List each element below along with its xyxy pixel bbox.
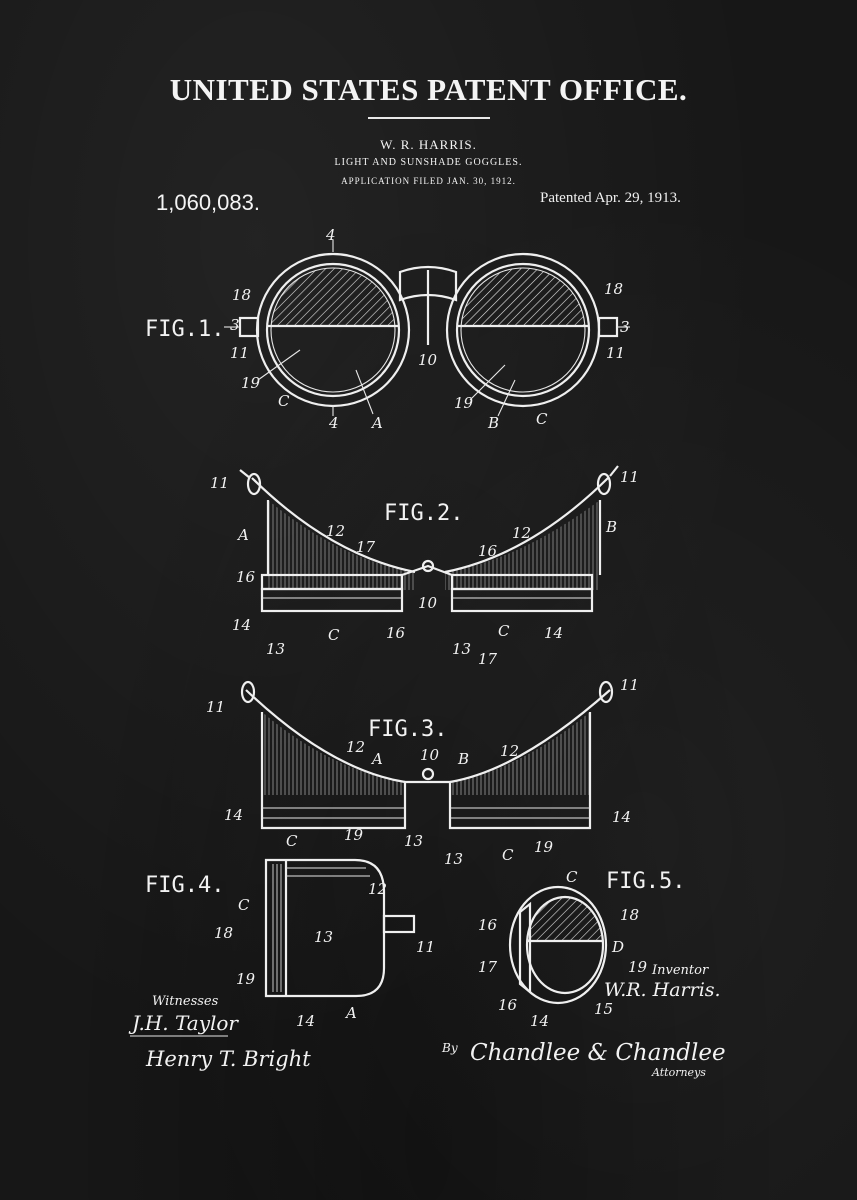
- svg-text:14: 14: [224, 806, 243, 824]
- svg-text:19: 19: [628, 958, 648, 976]
- svg-text:C: C: [328, 626, 340, 644]
- svg-text:C: C: [286, 832, 298, 850]
- svg-text:18: 18: [232, 286, 251, 304]
- svg-text:17: 17: [478, 958, 498, 976]
- svg-text:12: 12: [346, 738, 365, 756]
- figure-4-side-view: FIG.4. 12 C 18 13 11 19 14 A: [145, 858, 435, 1030]
- witness-signature-2: Henry T. Bright: [145, 1047, 311, 1071]
- svg-text:11: 11: [620, 468, 639, 486]
- svg-text:13: 13: [266, 640, 285, 658]
- svg-text:C: C: [566, 868, 578, 886]
- witnesses-label: Witnesses: [152, 994, 219, 1009]
- svg-text:3: 3: [620, 318, 630, 336]
- svg-text:14: 14: [544, 624, 563, 642]
- patent-number: 1,060,083.: [156, 190, 260, 215]
- svg-text:19: 19: [454, 394, 474, 412]
- svg-text:13: 13: [452, 640, 471, 658]
- svg-text:13: 13: [314, 928, 333, 946]
- svg-text:13: 13: [404, 832, 423, 850]
- patent-date: Patented Apr. 29, 1913.: [540, 190, 681, 206]
- svg-text:11: 11: [210, 474, 229, 492]
- svg-text:A: A: [344, 1004, 357, 1022]
- svg-text:12: 12: [326, 522, 345, 540]
- attorneys-label: Attorneys: [651, 1066, 706, 1079]
- fig4-label: FIG.4.: [145, 873, 224, 898]
- svg-text:3: 3: [230, 316, 240, 334]
- svg-text:18: 18: [620, 906, 639, 924]
- svg-text:18: 18: [214, 924, 233, 942]
- svg-text:B: B: [487, 414, 499, 432]
- svg-text:16: 16: [236, 568, 256, 586]
- invention-title: LIGHT AND SUNSHADE GOGGLES.: [334, 157, 523, 168]
- svg-text:11: 11: [620, 676, 639, 694]
- svg-text:19: 19: [534, 838, 554, 856]
- svg-text:12: 12: [368, 880, 387, 898]
- svg-text:C: C: [536, 410, 548, 428]
- svg-text:C: C: [238, 896, 250, 914]
- figure-1-front-view: FIG.1. 4 4 18 1: [145, 226, 630, 432]
- svg-text:17: 17: [356, 538, 376, 556]
- svg-text:C: C: [502, 846, 514, 864]
- fig3-label: FIG.3.: [368, 717, 447, 742]
- svg-text:19: 19: [236, 970, 256, 988]
- svg-text:10: 10: [418, 351, 438, 369]
- attorney-signature: Chandlee & Chandlee: [470, 1040, 726, 1066]
- inventor-name: W. R. HARRIS.: [380, 137, 477, 152]
- svg-text:4: 4: [325, 226, 336, 244]
- svg-text:11: 11: [606, 344, 625, 362]
- svg-text:B: B: [457, 750, 469, 768]
- fig1-label: FIG.1.: [145, 317, 224, 342]
- svg-text:16: 16: [478, 916, 498, 934]
- svg-text:10: 10: [418, 594, 438, 612]
- svg-text:18: 18: [604, 280, 623, 298]
- svg-text:A: A: [370, 414, 383, 432]
- svg-text:16: 16: [498, 996, 518, 1014]
- patent-office-title: UNITED STATES PATENT OFFICE.: [169, 72, 688, 107]
- figure-5-perspective-view: FIG.5. C 18 16 D 19 17 16 14 15: [478, 868, 685, 1030]
- svg-text:D: D: [611, 938, 624, 956]
- title-rule: [368, 117, 490, 119]
- fig2-label: FIG.2.: [384, 501, 463, 526]
- svg-text:A: A: [370, 750, 383, 768]
- by-label: By: [441, 1041, 458, 1055]
- svg-text:10: 10: [420, 746, 440, 764]
- svg-text:13: 13: [444, 850, 463, 868]
- figure-3-section-view: FIG.3. 11 11 12 12 A B 10 14 14 C C: [206, 676, 639, 868]
- svg-text:12: 12: [500, 742, 519, 760]
- svg-text:17: 17: [478, 650, 498, 668]
- signature-block: Witnesses J.H. Taylor Henry T. Bright In…: [128, 963, 726, 1079]
- svg-text:B: B: [605, 518, 617, 536]
- svg-text:14: 14: [530, 1012, 549, 1030]
- svg-text:4: 4: [328, 414, 339, 432]
- witness-signature-1: J.H. Taylor: [128, 1011, 239, 1035]
- application-filed: APPLICATION FILED JAN. 30, 1912.: [341, 176, 516, 186]
- svg-text:11: 11: [416, 938, 435, 956]
- svg-text:19: 19: [344, 826, 364, 844]
- svg-text:16: 16: [386, 624, 406, 642]
- svg-text:12: 12: [512, 524, 531, 542]
- svg-text:14: 14: [612, 808, 631, 826]
- svg-text:16: 16: [478, 542, 498, 560]
- svg-text:C: C: [278, 392, 290, 410]
- fig5-label: FIG.5.: [606, 869, 685, 894]
- svg-text:15: 15: [594, 1000, 613, 1018]
- svg-text:19: 19: [241, 374, 261, 392]
- svg-text:11: 11: [206, 698, 225, 716]
- svg-text:C: C: [498, 622, 510, 640]
- figure-2-top-view: FIG.2. 11 11 A B 12 12 17: [210, 465, 639, 668]
- inventor-signature: W.R. Harris.: [604, 979, 721, 1001]
- svg-text:A: A: [236, 526, 249, 544]
- inventor-label: Inventor: [651, 963, 709, 978]
- svg-text:14: 14: [232, 616, 251, 634]
- svg-text:14: 14: [296, 1012, 315, 1030]
- svg-text:11: 11: [230, 344, 249, 362]
